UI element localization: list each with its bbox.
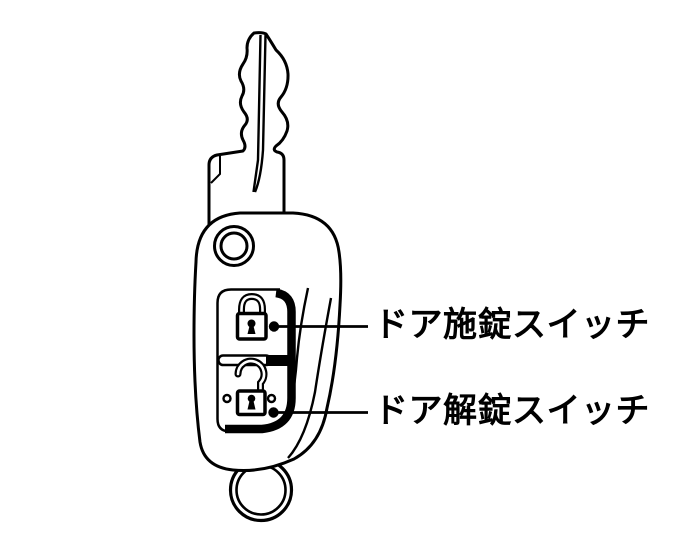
keyhole — [247, 394, 256, 403]
open-padlock-icon — [234, 357, 268, 417]
key-blade — [207, 31, 290, 237]
panel-shadow-edge — [225, 288, 296, 434]
leader-dot — [268, 321, 280, 332]
lock-button — [235, 292, 268, 341]
signal-dot-left — [222, 393, 232, 404]
blade-groove — [252, 34, 262, 193]
signal-dot-right — [266, 393, 277, 404]
keyhole — [247, 319, 256, 328]
door-lock-switch-label: ドア施錠スイッチ — [374, 306, 650, 344]
leader-dot — [268, 407, 279, 418]
ring-hole — [213, 225, 255, 267]
callout-lock-leader — [268, 321, 368, 332]
blade-groove — [253, 34, 267, 193]
keyhole-stem — [247, 326, 256, 334]
closed-padlock-icon — [235, 292, 268, 341]
callout-unlock-leader — [268, 407, 368, 418]
keyhole-stem — [247, 401, 256, 410]
collar-step-line — [210, 156, 221, 184]
door-unlock-switch-label: ドア解錠スイッチ — [374, 392, 650, 430]
unlock-button — [222, 357, 277, 417]
